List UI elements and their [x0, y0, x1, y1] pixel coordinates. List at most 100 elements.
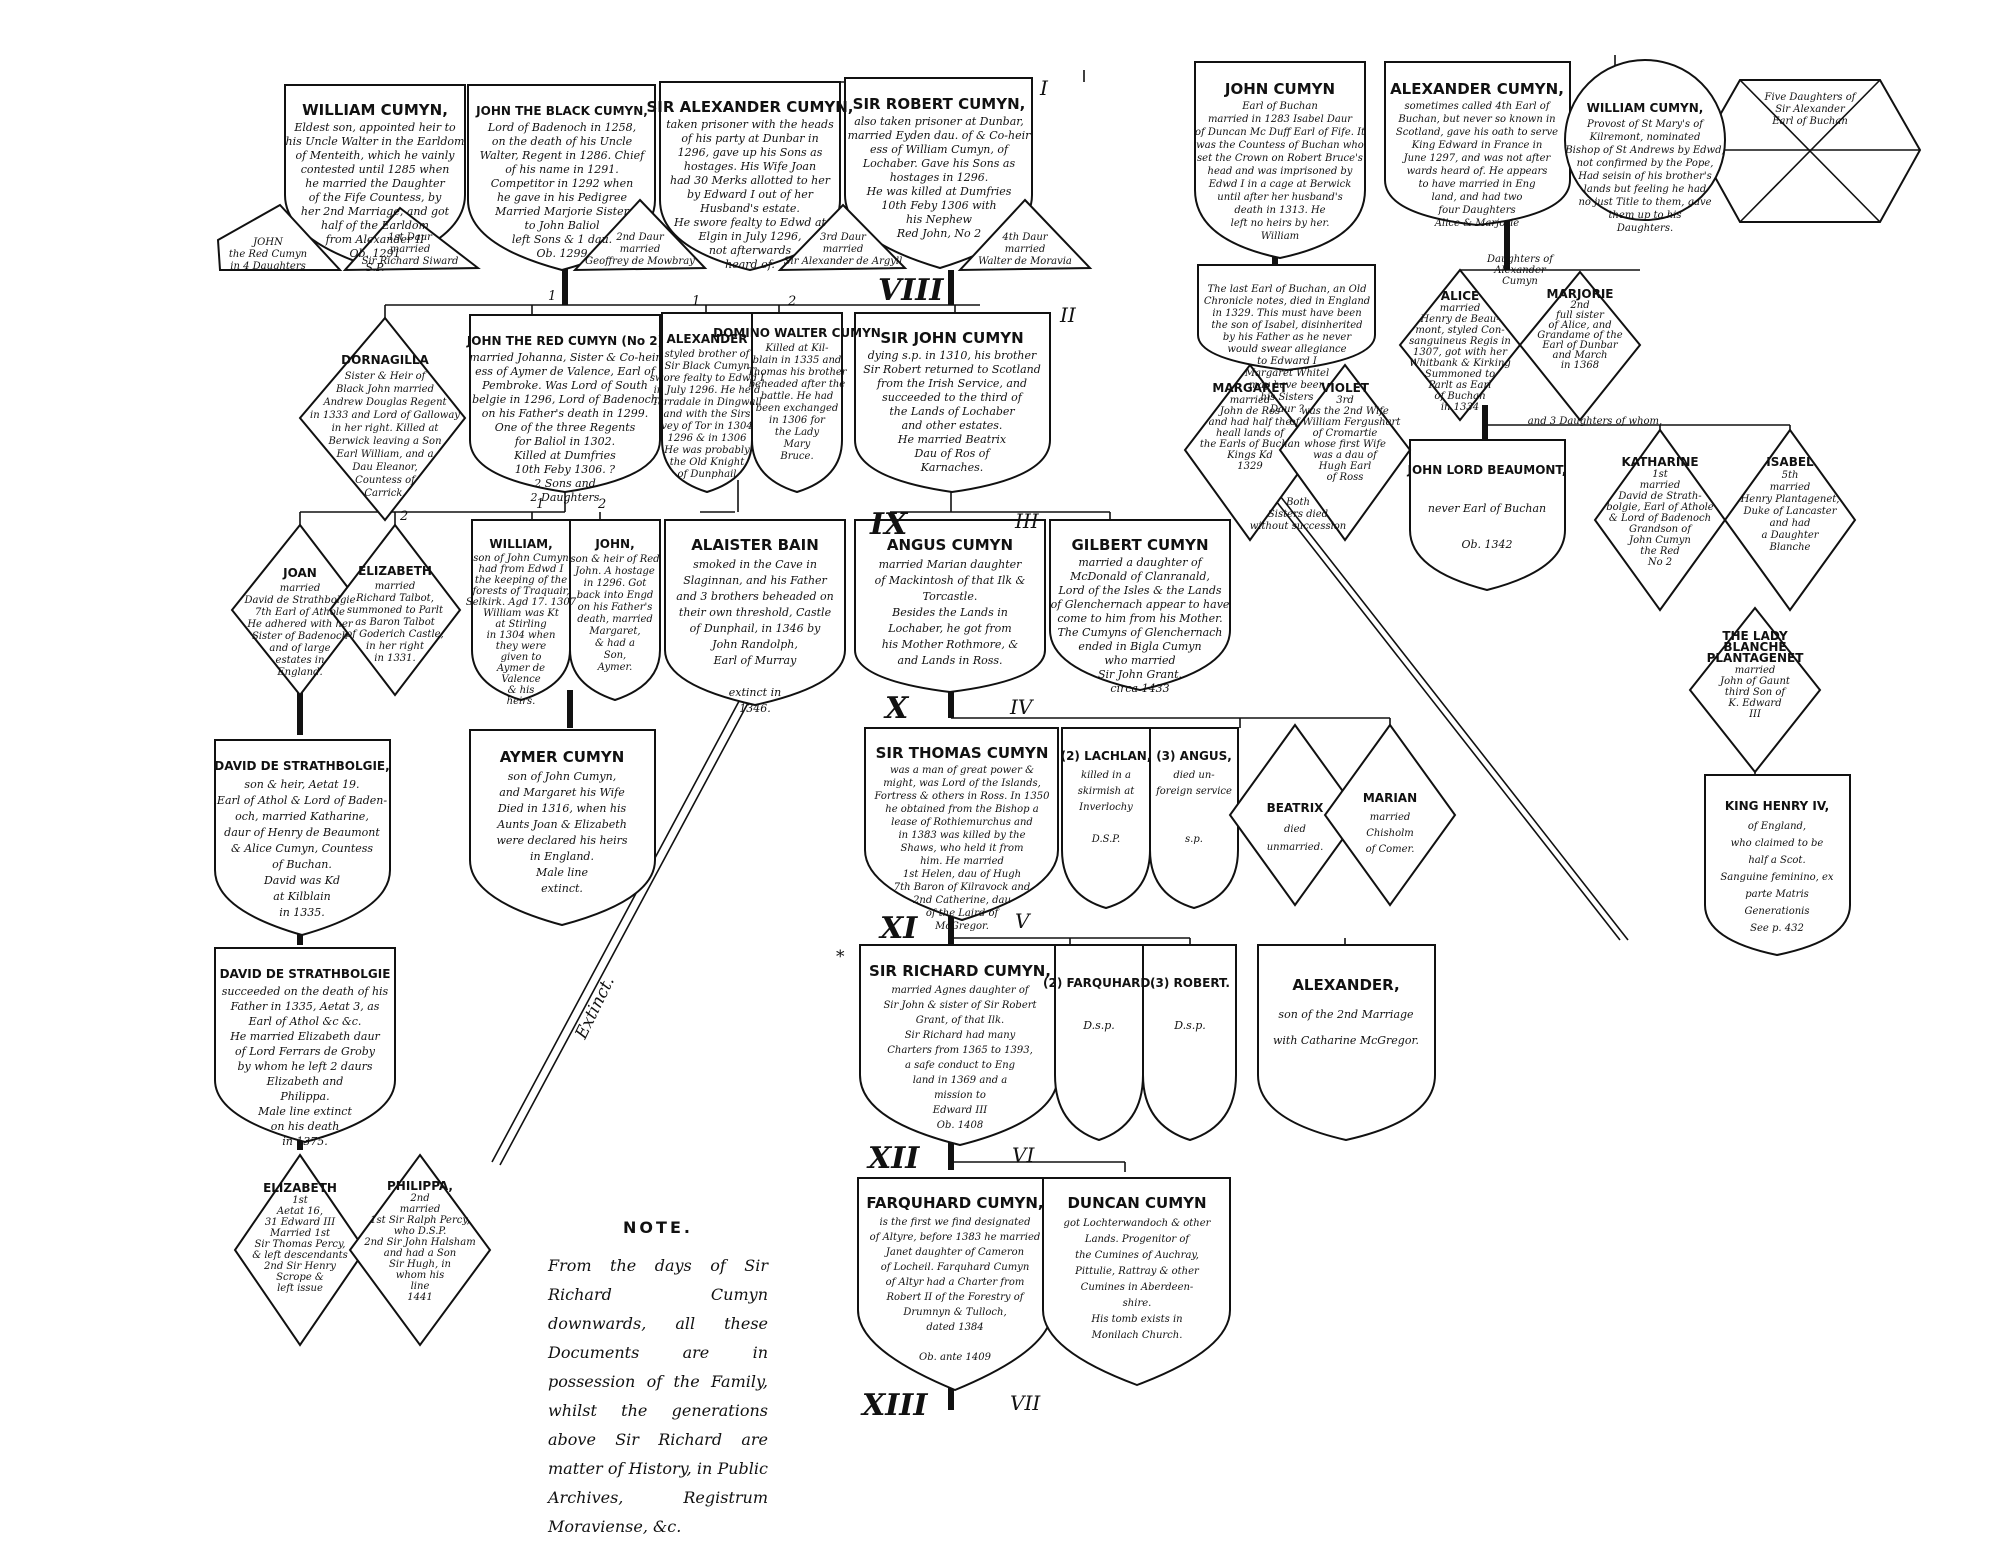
- gen-numeral: IX: [869, 507, 909, 542]
- duncan-line: Lands. Progenitor of: [1084, 1234, 1191, 1245]
- john-red-cumyn-line: in 4 Daughters: [230, 261, 305, 272]
- philippa-line: Sir Hugh, in: [389, 1259, 451, 1270]
- gilbert-line: married a daughter of: [1078, 556, 1203, 569]
- william2-line: given to: [501, 652, 542, 663]
- joan-line: Sister of Badenoch: [252, 631, 348, 642]
- william-line: his Uncle Walter in the Earldom: [286, 135, 465, 148]
- gilbert-line: come to him from his Mother.: [1057, 612, 1222, 625]
- gen-numeral: III: [1014, 509, 1040, 533]
- black-line: Ob. 1299: [536, 247, 587, 260]
- dau4-line: married: [1005, 244, 1046, 255]
- margaret-line: John de Ros: [1218, 406, 1280, 417]
- henry-iv-line: parte Matris: [1745, 889, 1809, 900]
- william-cumyn-r-line: Daughters.: [1616, 223, 1673, 234]
- william-cumyn-r-name: WILLIAM CUMYN,: [1587, 101, 1704, 115]
- david1-line: in 1335.: [279, 906, 325, 919]
- henry-iv-line: Sanguine feminino, ex: [1720, 872, 1834, 883]
- both-sisters-line: without succession: [1250, 521, 1347, 532]
- violet-line: Hugh Earl: [1318, 461, 1371, 472]
- alice-line: 1307, got with her: [1413, 347, 1508, 358]
- sir-robert-line: He was killed at Dumfries: [866, 185, 1012, 198]
- alex2-line: of Dunphail: [678, 469, 737, 480]
- gen-numeral: V: [1015, 909, 1032, 933]
- black-line: Competitor in 1292 when: [491, 177, 633, 190]
- william-line: Eldest son, appointed heir to: [293, 121, 456, 134]
- shield-domino-walter: [751, 312, 843, 494]
- blanche-name: THE LADY: [1722, 629, 1788, 643]
- david1-line: at Kilblain: [273, 890, 330, 903]
- philippa-line: 2nd Sir John Halsham: [363, 1237, 475, 1248]
- william-cumyn-r-line: no just Title to them, gave: [1578, 197, 1711, 208]
- angus-line: and Lands in Ross.: [897, 654, 1002, 667]
- isabel-line: Henry Plantagenet,: [1740, 494, 1840, 505]
- diamond-marian: [1323, 723, 1457, 907]
- angus-line: his Mother Rothmore, &: [882, 638, 1019, 651]
- william-line: of the Fife Countess, by: [309, 191, 442, 204]
- sir-richard-line: Edward III: [932, 1105, 988, 1116]
- sir-john-line: from the Irish Service, and: [876, 377, 1027, 390]
- gen-numeral: XI: [878, 911, 918, 946]
- alaister-line: Earl of Murray: [713, 654, 797, 667]
- david1-line: David was Kd: [263, 874, 340, 887]
- gilbert-line: Sir John Grant.: [1098, 668, 1182, 681]
- william-line: S.P.: [365, 261, 384, 274]
- angus3-line: foreign service: [1155, 786, 1232, 797]
- domino-line: the Lady: [775, 427, 820, 438]
- angus-line: Besides the Lands in: [891, 606, 1008, 619]
- katharine-line: bolgie, Earl of Athole: [1606, 502, 1714, 513]
- jc-buchan-line: head and was imprisoned by: [1208, 166, 1353, 177]
- margaret-name: MARGARET: [1212, 381, 1288, 395]
- joan-line: married: [280, 583, 321, 594]
- last-earl-line: in 1329. This must have been: [1212, 308, 1361, 319]
- henry-iv-line: who claimed to be: [1731, 838, 1824, 849]
- john2-line: son & heir of Red: [570, 554, 659, 565]
- william2-line: forests of Traquair,: [471, 586, 569, 597]
- marian-name: MARIAN: [1363, 791, 1417, 805]
- farquhard-line: of Altyre, before 1383 he married: [870, 1232, 1041, 1243]
- shield-alexander-cumyn-buchan: [1384, 61, 1571, 227]
- gen-numeral: IV: [1009, 695, 1035, 719]
- shield-aymer-cumyn: [469, 729, 656, 927]
- alex-buchan-line: Scotland, gave his oath to serve: [1396, 127, 1558, 138]
- angus-line: Lochaber, he got from: [887, 622, 1011, 635]
- gen-numeral: VIII: [878, 273, 944, 308]
- william-name: WILLIAM CUMYN,: [302, 101, 448, 119]
- john-beaumont-line: Ob. 1342: [1461, 538, 1512, 551]
- duncan-line: the Cumines of Auchray,: [1075, 1250, 1199, 1261]
- david1-name: DAVID DE STRATHBOLGIE,: [214, 759, 389, 773]
- elizabeth2-name: ELIZABETH: [263, 1181, 337, 1195]
- and-three-line: and 3 Daughters of whom,: [1528, 416, 1662, 427]
- diamond-margaret: [1183, 363, 1317, 542]
- gen-numeral: VII: [1010, 1391, 1041, 1415]
- violet-line: 3rd: [1336, 395, 1354, 406]
- blanche-name: BLANCHE: [1723, 640, 1786, 654]
- david2-line: Earl of Athol &c &c.: [248, 1015, 362, 1028]
- farquhard-line: Janet daughter of Cameron: [884, 1247, 1024, 1258]
- angus3-line: s.p.: [1185, 834, 1203, 845]
- domino-line: battle. He had: [761, 391, 834, 402]
- sir-robert-name: SIR ROBERT CUMYN,: [853, 95, 1026, 113]
- philippa-line: and had a Son: [384, 1248, 456, 1259]
- alex2-line: the Old Knight: [670, 457, 745, 468]
- alice-line: in 1334: [1441, 402, 1479, 413]
- aymer-line: son of John Cumyn,: [508, 770, 616, 783]
- violet-line: was the 2nd Wife: [1301, 406, 1389, 417]
- alex-buchan-line: to have married in Eng: [1418, 179, 1535, 190]
- sir-alex-line: had 30 Merks allotted to her: [670, 174, 831, 187]
- jc-buchan-line: of Duncan Mc Duff Earl of Fife. It: [1195, 127, 1366, 138]
- diamond-isabel: [1723, 428, 1857, 612]
- gilbert-line: circa 1433: [1110, 682, 1169, 695]
- joan-line: He adhered with her: [246, 619, 354, 630]
- joan-line: 7th Earl of Athole: [255, 607, 345, 618]
- henry-iv-line: of England,: [1748, 821, 1806, 832]
- alexander-b-name: ALEXANDER,: [1292, 976, 1399, 994]
- sir-thomas-line: Fortress & others in Ross. In 1350: [874, 791, 1051, 802]
- domino-line: Thomas his brother: [747, 367, 847, 378]
- shield-sir-thomas-cumyn: [864, 727, 1059, 922]
- angus-line: Torcastle.: [923, 590, 978, 603]
- philippa-line: who D.S.P.: [394, 1226, 447, 1237]
- sir-robert-line: ess of William Cumyn, of: [870, 143, 1010, 156]
- john-red-cumyn-line: JOHN: [251, 237, 284, 248]
- sir-john-line: Sir Robert returned to Scotland: [863, 363, 1041, 376]
- domino-line: Mary: [783, 439, 811, 450]
